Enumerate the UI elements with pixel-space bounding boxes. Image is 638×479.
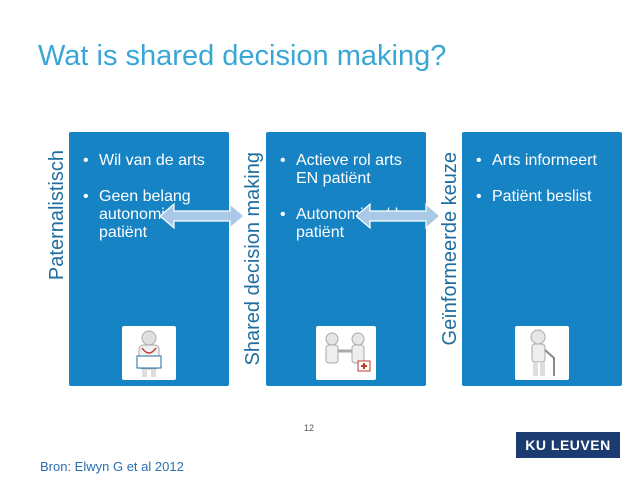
- bullet-item: Patiënt beslist: [476, 188, 614, 206]
- doctor-figure-icon: [122, 326, 176, 380]
- ku-leuven-logo: KU LEUVEN: [516, 432, 620, 458]
- source-citation: Bron: Elwyn G et al 2012: [40, 459, 184, 474]
- patient-figure-icon: [515, 326, 569, 380]
- slide-title: Wat is shared decision making?: [38, 40, 447, 72]
- bullet-list: Arts informeert Patiënt beslist: [462, 132, 622, 206]
- bullet-list: Actieve rol arts EN patiënt Autonomie v/…: [266, 132, 426, 242]
- panel-shared-decision-making: Actieve rol arts EN patiënt Autonomie v/…: [266, 132, 426, 386]
- double-arrow-icon: [356, 202, 440, 230]
- double-arrow-icon: [160, 202, 244, 230]
- bullet-list: Wil van de arts Geen belang autonomie pa…: [69, 132, 229, 242]
- bullet-item: Actieve rol arts EN patiënt: [280, 152, 418, 188]
- page-number: 12: [304, 423, 315, 433]
- bullet-item: Arts informeert: [476, 152, 614, 170]
- handshake-figures-icon: [316, 326, 376, 380]
- bullet-item: Wil van de arts: [83, 152, 221, 170]
- panel-paternalistisch: Wil van de arts Geen belang autonomie pa…: [69, 132, 229, 386]
- panel-geinformeerde-keuze: Arts informeert Patiënt beslist: [462, 132, 622, 386]
- bullet-item: Geen belang autonomie patiënt: [83, 188, 221, 242]
